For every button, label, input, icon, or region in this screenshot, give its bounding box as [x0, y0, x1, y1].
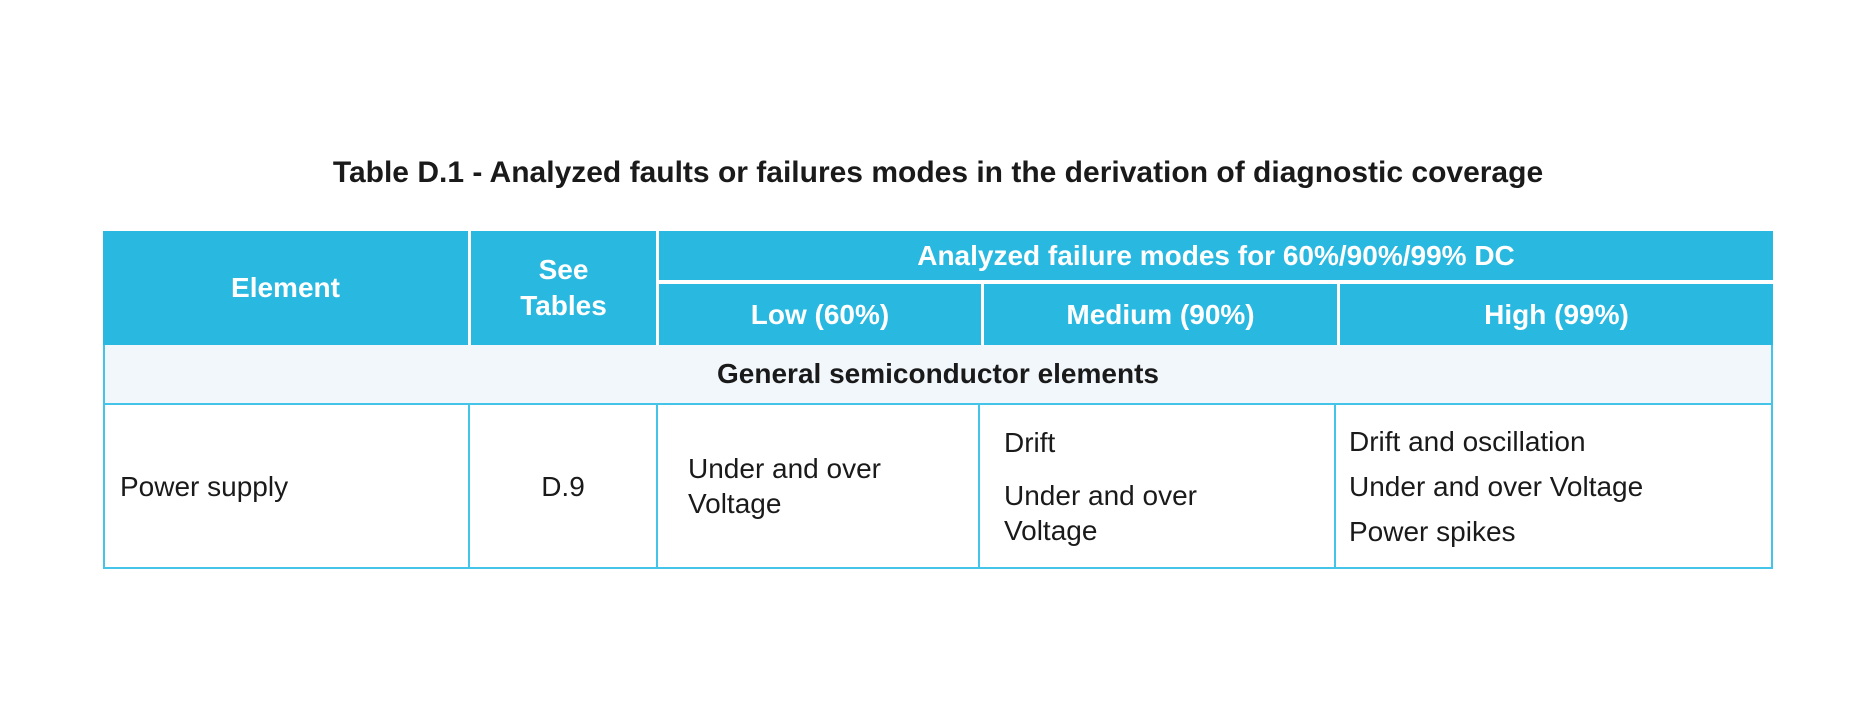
faults-table: Element See Tables Analyzed failure mode…	[103, 231, 1773, 569]
cell-see-tables-text: D.9	[541, 470, 585, 502]
table-title: Table D.1 - Analyzed faults or failures …	[332, 156, 1544, 189]
cell-high-line1: Drift and oscillation	[1349, 425, 1586, 457]
table-row-power-supply: Power supply D.9 Under and over Voltage …	[103, 405, 1773, 569]
cell-low-line1: Under and over	[688, 453, 882, 484]
header-group-analyzed: Analyzed failure modes for 60%/90%/99% D…	[656, 231, 1773, 345]
header-medium-label: Medium (90%)	[1066, 298, 1255, 330]
section-band-label: General semiconductor elements	[717, 358, 1159, 389]
cell-low-line2: Voltage	[688, 488, 782, 519]
table-header-row: Element See Tables Analyzed failure mode…	[103, 231, 1773, 345]
cell-low-failure-modes: Under and over Voltage	[656, 405, 978, 567]
cell-medium-line1: Drift	[1004, 426, 1056, 458]
cell-medium-line3: Voltage	[1004, 514, 1098, 546]
cell-medium-line2: Under and over	[1004, 479, 1198, 511]
header-cell-medium: Medium (90%)	[981, 284, 1337, 345]
cell-element: Power supply	[105, 405, 468, 567]
cell-high-line3: Power spikes	[1349, 515, 1516, 547]
header-see-tables-line2: Tables	[520, 290, 607, 321]
header-analyzed-label: Analyzed failure modes for 60%/90%/99% D…	[917, 239, 1515, 271]
cell-high-failure-modes: Drift and oscillation Under and over Vol…	[1334, 405, 1771, 567]
header-cell-element: Element	[103, 231, 468, 345]
section-band-general-semiconductor: General semiconductor elements	[103, 345, 1773, 405]
header-subrow: Low (60%) Medium (90%) High (99%)	[659, 284, 1773, 345]
cell-high-line2: Under and over Voltage	[1349, 470, 1644, 502]
header-cell-analyzed-group: Analyzed failure modes for 60%/90%/99% D…	[659, 231, 1773, 284]
header-high-label: High (99%)	[1484, 298, 1629, 330]
cell-medium-failure-modes: Drift Under and over Voltage	[978, 405, 1334, 567]
cell-see-tables: D.9	[468, 405, 656, 567]
header-cell-see-tables: See Tables	[468, 231, 656, 345]
header-see-tables-line1: See	[538, 254, 589, 285]
cell-element-text: Power supply	[120, 470, 289, 502]
header-element-label: Element	[231, 272, 340, 303]
header-cell-low: Low (60%)	[659, 284, 981, 345]
header-cell-high: High (99%)	[1337, 284, 1773, 345]
header-low-label: Low (60%)	[750, 298, 890, 330]
